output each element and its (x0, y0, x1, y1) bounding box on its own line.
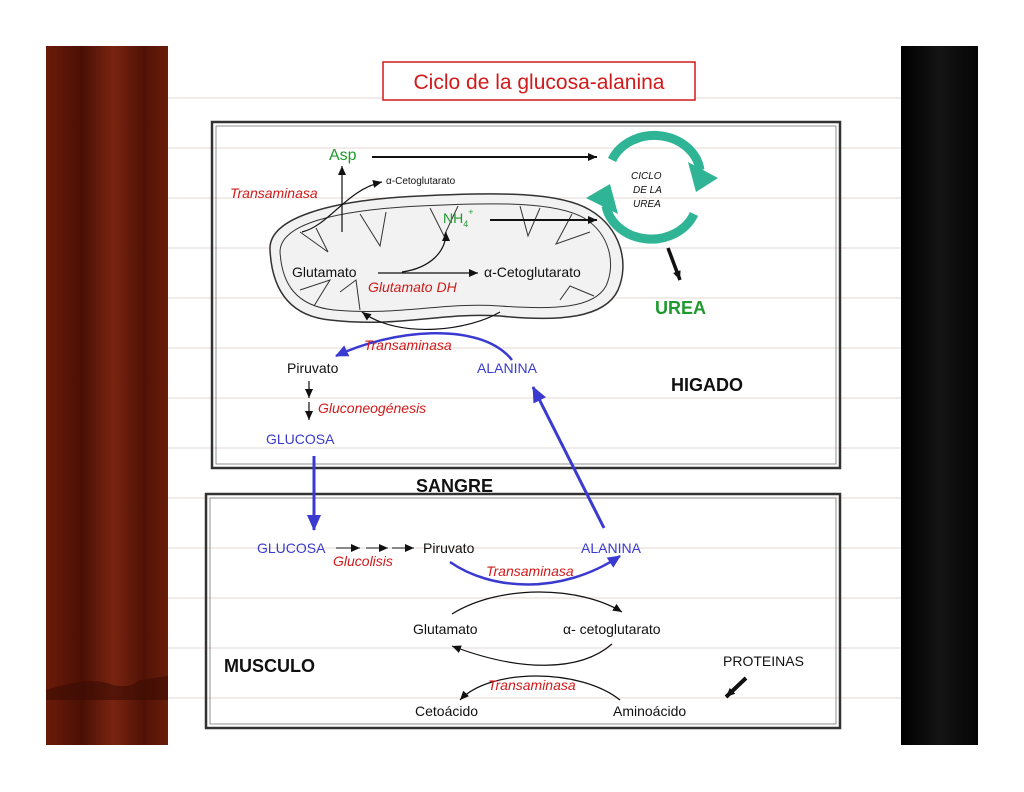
transaminasa-liver-arc (335, 331, 513, 361)
urea-cycle-icon: CICLO DE LA UREA (586, 130, 718, 244)
transaminasa-liver-top: Transaminasa (230, 185, 318, 201)
arrow-glutamato-to-akg (451, 591, 623, 615)
higado-label: HIGADO (671, 375, 743, 395)
alanina-muscle: ALANINA (581, 540, 642, 556)
page-title: Ciclo de la glucosa-alanina (414, 71, 665, 94)
alanina-liver: ALANINA (477, 360, 538, 376)
asp-label: Asp (329, 147, 357, 164)
arrow-to-urea (666, 247, 682, 281)
piruvato-liver: Piruvato (287, 360, 339, 376)
piruvato-muscle: Piruvato (423, 540, 475, 556)
arrow-to-nh4 (401, 231, 450, 273)
transaminasa-muscle-arc (449, 554, 621, 586)
arrow-alanina-to-liver (531, 386, 606, 529)
curtain-left-fold (46, 676, 168, 700)
glutamato-liver: Glutamato (292, 264, 357, 280)
arrow-back-to-glutamato (361, 311, 501, 331)
glutamato-dh-label: Glutamato DH (368, 279, 458, 295)
aminoacido-label: Aminoácido (613, 703, 686, 719)
title-box (382, 61, 696, 101)
glucolisis-label: Glucolisis (333, 553, 393, 569)
cetoacido-label: Cetoácido (415, 703, 478, 719)
curtain-left (46, 46, 168, 745)
alpha-kg-liver: α-Cetoglutarato (484, 264, 581, 280)
mitochondrion (269, 193, 624, 324)
glucosa-liver: GLUCOSA (266, 431, 335, 447)
urea-label: UREA (655, 298, 706, 318)
arrow-proteinas (724, 676, 748, 699)
nh4-label: NH4+ (443, 207, 474, 229)
svg-text:UREA: UREA (633, 199, 661, 210)
musculo-label: MUSCULO (224, 656, 315, 676)
arrow-aminoacido-to-cetoacido (459, 675, 621, 701)
alpha-kg-small-label: α-Cetoglutarato (386, 176, 456, 187)
svg-text:DE LA: DE LA (633, 185, 662, 196)
sangre-label: SANGRE (416, 476, 493, 496)
alpha-kg-muscle: α- cetoglutarato (563, 621, 661, 637)
proteinas-label: PROTEINAS (723, 653, 804, 669)
curtain-right (901, 46, 978, 745)
arrow-alpha-kg-small (301, 180, 383, 233)
transaminasa-liver-mid: Transaminasa (364, 337, 452, 353)
transaminasa-muscle-2: Transaminasa (488, 677, 576, 693)
svg-text:CICLO: CICLO (631, 171, 662, 182)
glutamato-muscle: Glutamato (413, 621, 478, 637)
glucosa-muscle: GLUCOSA (257, 540, 326, 556)
liver-box (210, 120, 842, 470)
muscle-box (204, 492, 842, 730)
transaminasa-muscle-1: Transaminasa (486, 563, 574, 579)
arrow-akg-to-glutamato (451, 643, 613, 666)
gluconeogenesis-label: Gluconeogénesis (318, 400, 426, 416)
